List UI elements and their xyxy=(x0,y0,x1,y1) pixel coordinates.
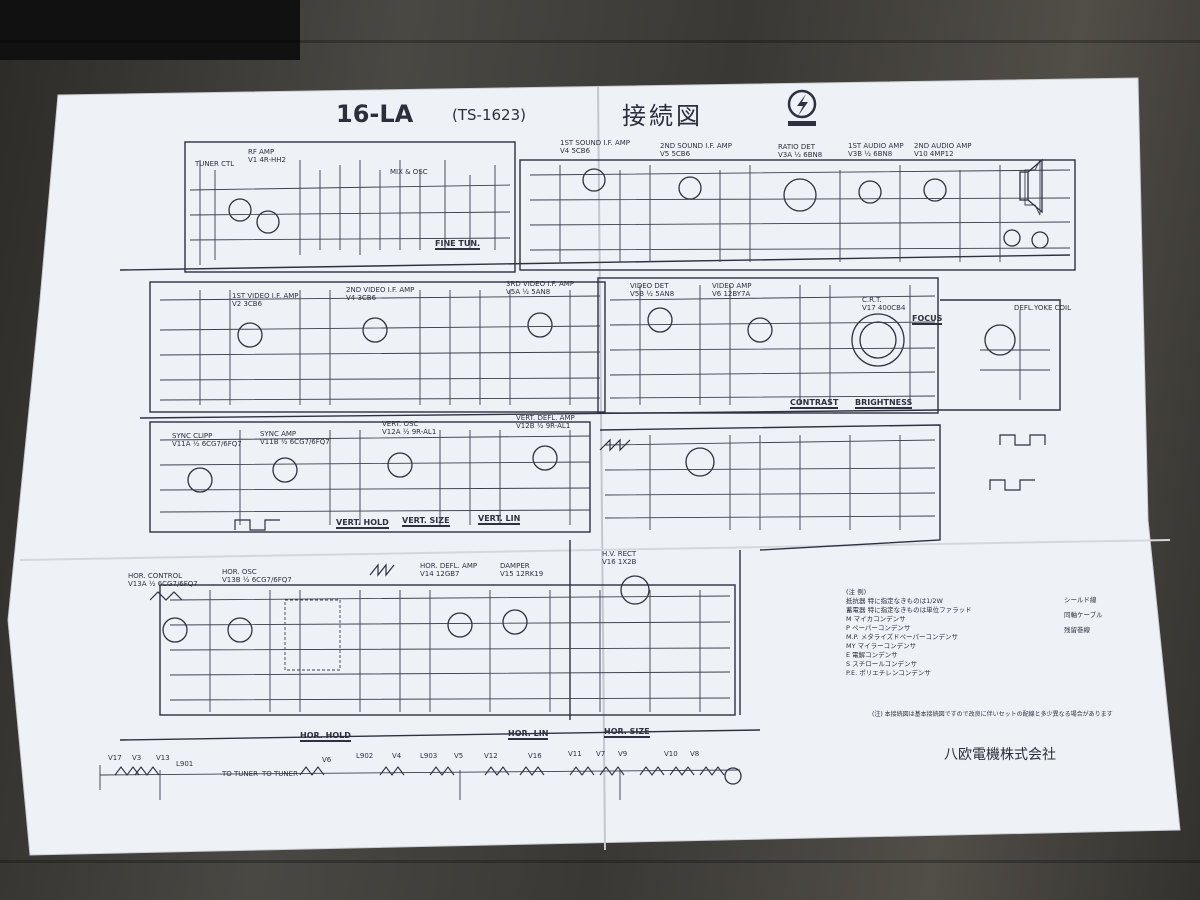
speaker-symbol xyxy=(1019,158,1043,214)
control-hor-lin: HOR. LIN xyxy=(508,729,549,740)
legend-item: P.E. ポリエチレンコンデンサ xyxy=(846,669,931,677)
fold-line xyxy=(597,85,606,851)
control-brightness: BRIGHTNESS xyxy=(855,398,913,409)
wood-grain-line xyxy=(0,40,1200,43)
legend-item: 蓄電器 特に指定なきものは単位ファラッド xyxy=(846,606,972,614)
legend-symbol-residual: 残留巻線 xyxy=(1064,626,1090,634)
heater-label: TO TUNER xyxy=(222,770,258,778)
heater-label: V4 xyxy=(392,752,402,760)
control-vert-lin: VERT. LIN xyxy=(478,514,521,525)
heater-chain xyxy=(114,766,725,776)
legend-item: 抵抗器 特に指定なきものは1/2W xyxy=(846,597,943,605)
heater-label: L902 xyxy=(356,752,374,760)
heater-label: V16 xyxy=(528,752,542,760)
circuit-wiring xyxy=(99,159,1071,800)
control-hor-hold: HOR. HOLD xyxy=(300,731,351,742)
control-contrast: CONTRAST xyxy=(790,398,839,409)
section-frames xyxy=(119,141,1076,741)
legend-item: P ペーパーコンデンサ xyxy=(846,624,911,632)
heater-label: V12 xyxy=(484,752,498,760)
heater-label: V8 xyxy=(690,750,700,758)
legend-symbols: シールド線 同軸ケーブル 残留巻線 xyxy=(1064,596,1103,635)
control-fine-tuning: FINE TUN. xyxy=(435,239,481,250)
dark-corner-shadow xyxy=(0,0,300,60)
stage-label-mix-osc: MIX & OSC xyxy=(390,168,428,176)
heater-label: V10 xyxy=(664,750,678,758)
heater-label: V3 xyxy=(132,754,142,762)
legend-notes: (注 例) 抵抗器 特に指定なきものは1/2W 蓄電器 特に指定なきものは単位フ… xyxy=(846,588,972,678)
legend-item: MY マイラーコンデンサ xyxy=(846,642,917,650)
control-vert-hold: VERT. HOLD xyxy=(336,518,389,529)
legend-symbol-coax: 同軸ケーブル xyxy=(1064,611,1103,619)
stage-label-crt: C.R.T.V17 400CB4 xyxy=(862,296,906,312)
stage-label-tuner: TUNER CTL xyxy=(195,160,235,168)
heater-label: V17 xyxy=(108,754,122,762)
waveform-sketches xyxy=(149,434,1046,601)
legend-header: (注 例) xyxy=(846,588,867,596)
vacuum-tubes xyxy=(162,168,1049,785)
heater-label: L903 xyxy=(420,752,438,760)
manufacturer-logo xyxy=(787,89,817,126)
heater-label: V9 xyxy=(618,750,628,758)
model-code: (TS-1623) xyxy=(452,106,526,124)
legend-symbol-shield: シールド線 xyxy=(1064,596,1097,604)
legend-item: S スチロールコンデンサ xyxy=(846,660,918,668)
control-focus: FOCUS xyxy=(912,314,943,325)
diagram-title: 接続図 xyxy=(622,102,703,130)
legend-item: M マイカコンデンサ xyxy=(846,615,906,623)
control-vert-size: VERT. SIZE xyxy=(402,516,450,527)
model-title: 16-LA xyxy=(336,100,414,128)
legend-item: M.P. メタライズドペーパーコンデンサ xyxy=(846,633,958,641)
heater-label: L901 xyxy=(176,760,194,768)
legend-item: E 電解コンデンサ xyxy=(846,651,898,659)
heater-label: V7 xyxy=(596,750,606,758)
heater-label: TO TUNER xyxy=(262,770,298,778)
company-name: 八欧電機株式会社 xyxy=(944,747,1056,763)
heater-label: V11 xyxy=(568,750,582,758)
fold-line xyxy=(19,539,1171,561)
stage-label-defl-yoke: DEFL.YOKE COIL xyxy=(1014,304,1071,312)
control-hor-size: HOR. SIZE xyxy=(604,727,650,738)
heater-label: V6 xyxy=(322,756,332,764)
heater-label: V13 xyxy=(156,754,170,762)
heater-label: V5 xyxy=(454,752,464,760)
wood-grain-line xyxy=(0,860,1200,863)
legend-footnote: (注) 本接続図は基本接続図ですので改良に伴いセットの配線と多少異なる場合があり… xyxy=(872,711,1113,718)
